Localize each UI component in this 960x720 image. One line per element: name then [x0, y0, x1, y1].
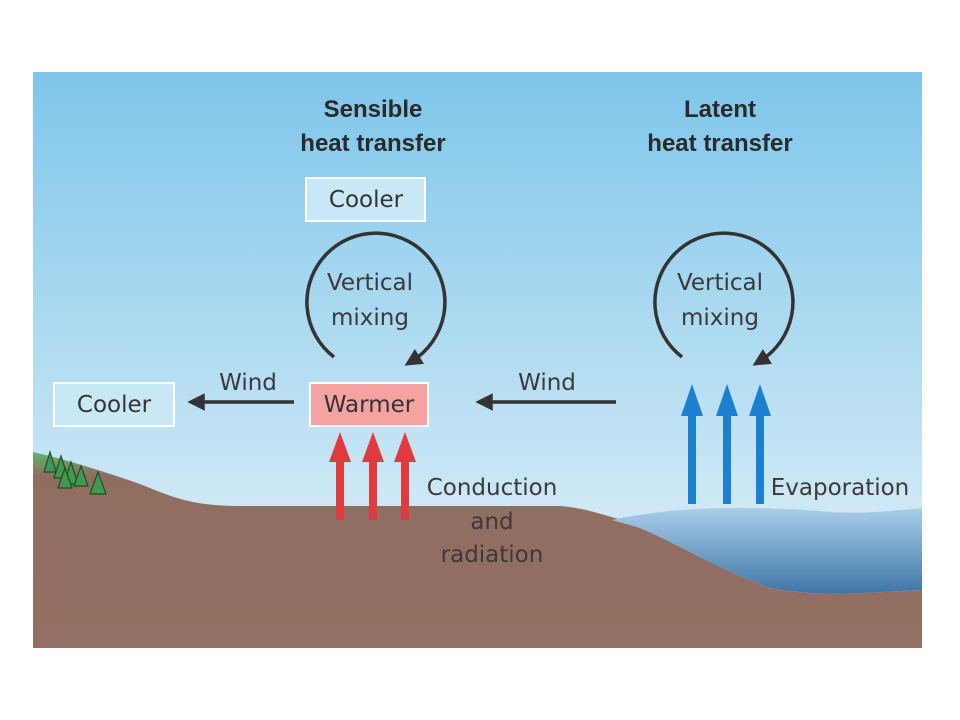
- cooler-top-label: Cooler: [329, 187, 404, 213]
- land-terrain: [33, 452, 922, 648]
- conduction-line2: and: [470, 509, 513, 535]
- conduction-line1: Conduction: [427, 475, 558, 501]
- water-body: [612, 507, 922, 594]
- conduction-line3: radiation: [441, 542, 544, 568]
- evaporation-arrows: [681, 384, 771, 504]
- circular-arrow-icon: [653, 231, 795, 366]
- latent-heading-line2: heat transfer: [647, 130, 792, 157]
- warmer-label: Warmer: [324, 392, 415, 418]
- sensible-mixing-line1: Vertical: [327, 270, 413, 296]
- cooler-left-label: Cooler: [77, 392, 152, 418]
- sensible-mixing-line2: mixing: [331, 305, 409, 331]
- latent-mixing-line1: Vertical: [677, 270, 763, 296]
- latent-heading-line1: Latent: [684, 96, 756, 123]
- evaporation-label: Evaporation: [771, 475, 910, 501]
- left-wind-label: Wind: [219, 370, 277, 396]
- circular-arrow-icon: [305, 231, 447, 366]
- cooler-top-box: [305, 177, 426, 222]
- right-wind-label: Wind: [518, 370, 576, 396]
- cooler-left-box: [53, 382, 175, 427]
- sensible-heading-line2: heat transfer: [300, 130, 445, 157]
- conduction-arrows: [329, 432, 416, 520]
- pine-trees-icon: [43, 449, 107, 495]
- warmer-box: [309, 382, 429, 427]
- sensible-heading-line1: Sensible: [324, 96, 423, 123]
- latent-mixing-line2: mixing: [681, 305, 759, 331]
